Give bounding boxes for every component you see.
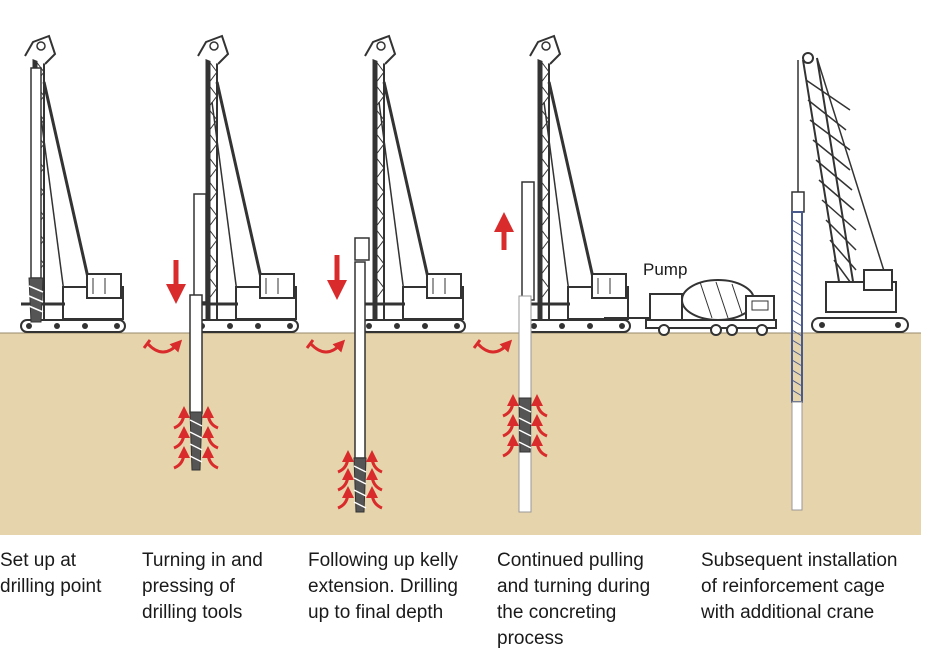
stage-2-borehole (189, 294, 203, 471)
stage-4-rig (521, 36, 630, 332)
concrete-pump-truck (645, 279, 777, 336)
caption-reinforcement-cage: Subsequent installation of reinforcement… (701, 550, 898, 623)
stage-2-rig (194, 36, 298, 332)
stage-3-borehole (353, 261, 367, 513)
concreted-pile (791, 401, 803, 511)
stage-3-rig (354, 36, 465, 332)
caption-set-up: Set up at drilling point (0, 550, 102, 597)
caption-turning-in: Turning in and pressing of drilling tool… (142, 550, 263, 623)
ground (0, 333, 921, 535)
caption-concreting: Continued pulling and turning during the… (497, 550, 651, 649)
stage-4-borehole (518, 295, 532, 513)
pump-label: Pump (643, 260, 687, 279)
piling-process-diagram: Pump (0, 0, 921, 535)
caption-kelly-extension: Following up kelly extension. Drilling u… (308, 550, 458, 623)
stage-1-rig (21, 36, 125, 332)
crawler-crane (791, 52, 909, 333)
